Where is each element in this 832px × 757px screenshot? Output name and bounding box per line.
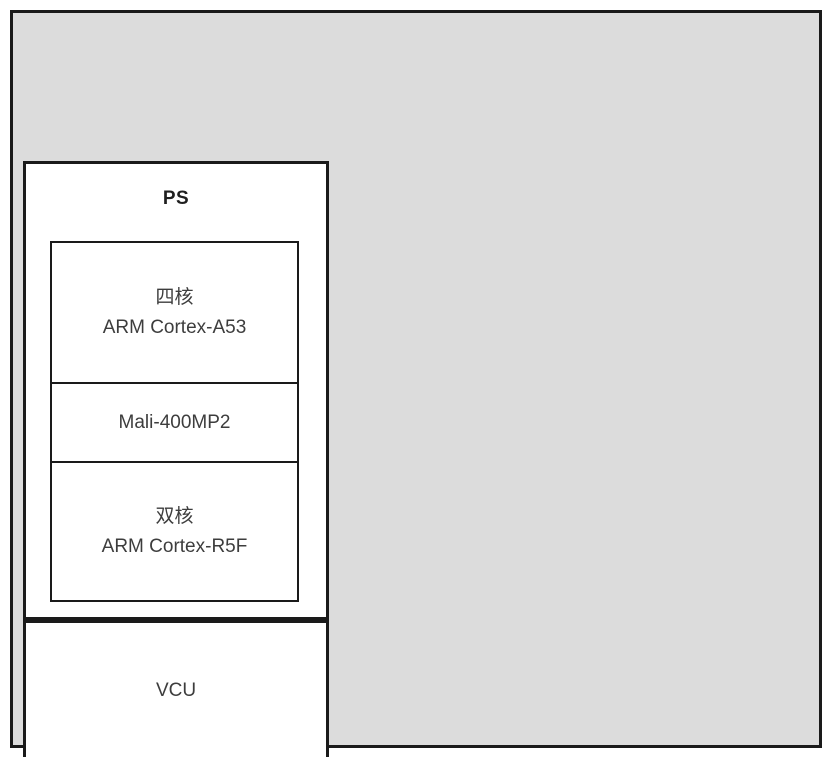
block-cortex-a53: 四核 ARM Cortex-A53	[52, 243, 297, 384]
vcu-label: VCU	[155, 679, 197, 701]
vcu-block: VCU	[23, 620, 329, 757]
block-mali-400mp2-line-1: Mali-400MP2	[118, 411, 231, 433]
block-mali-400mp2: Mali-400MP2	[52, 384, 297, 463]
ps-core-stack: 四核 ARM Cortex-A53 Mali-400MP2 双核 ARM Cor…	[50, 241, 299, 602]
block-cortex-r5f: 双核 ARM Cortex-R5F	[52, 463, 297, 600]
ps-label: PS	[162, 188, 190, 209]
ps-block: PS 四核 ARM Cortex-A53 Mali-400MP2 双核 ARM …	[23, 161, 329, 620]
block-cortex-a53-line-2: ARM Cortex-A53	[102, 316, 247, 338]
block-cortex-a53-line-1: 四核	[155, 286, 194, 308]
block-cortex-r5f-line-1: 双核	[155, 505, 194, 527]
block-cortex-r5f-line-2: ARM Cortex-R5F	[101, 535, 248, 557]
chip-outline: PS 四核 ARM Cortex-A53 Mali-400MP2 双核 ARM …	[10, 10, 822, 757]
